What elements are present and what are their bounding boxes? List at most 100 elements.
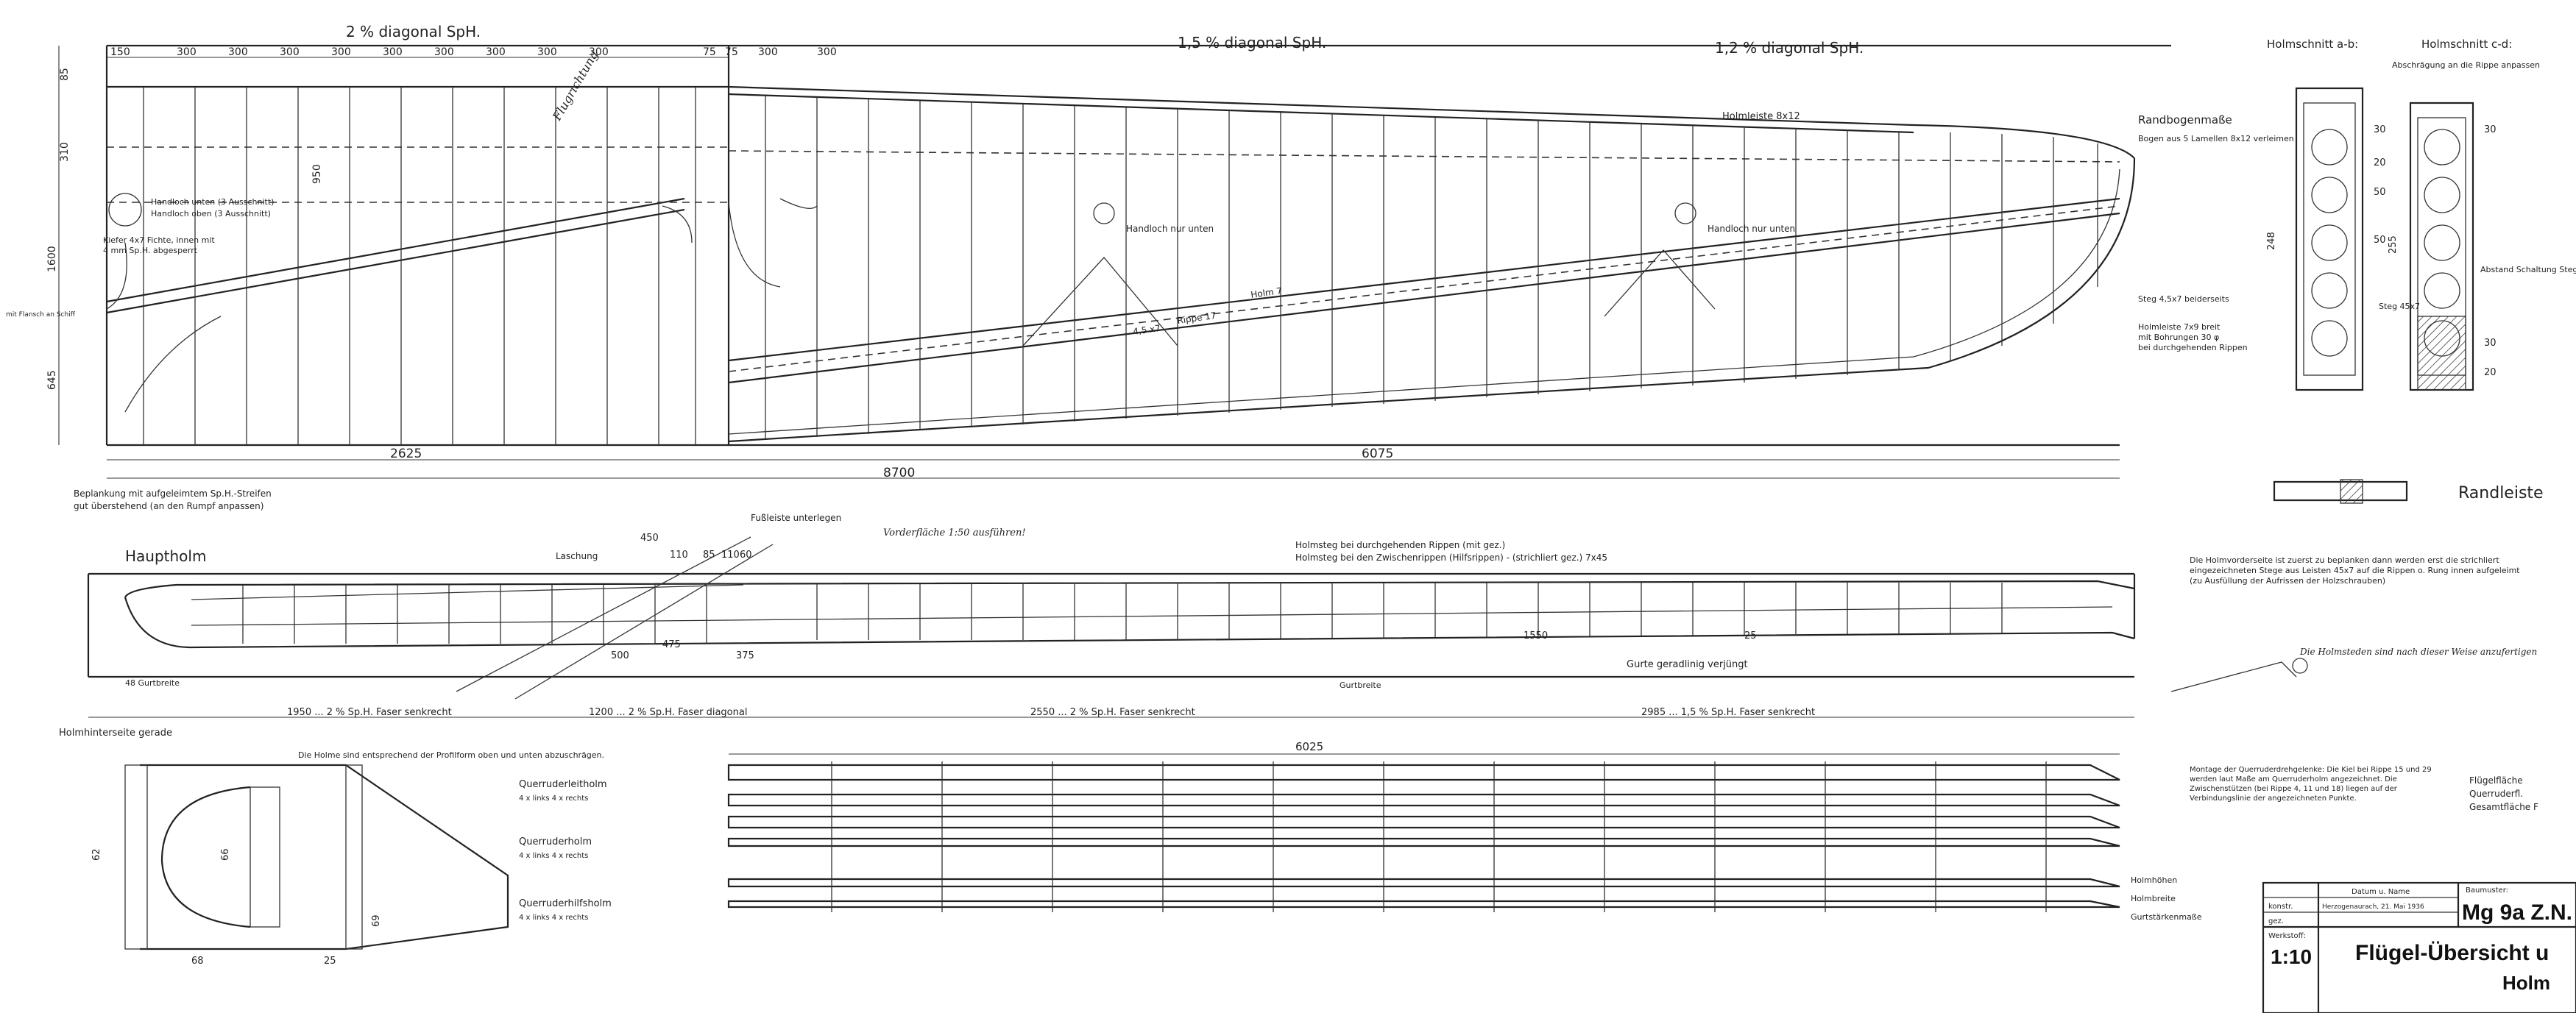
svg-text:20: 20	[2374, 157, 2386, 168]
svg-text:300: 300	[589, 46, 609, 58]
svg-text:62: 62	[91, 848, 102, 861]
span-right: 6075	[1362, 447, 1393, 461]
svg-text:1600: 1600	[46, 246, 58, 272]
pine-label-2: 4 mm Sp.H. abgesperrt	[103, 246, 198, 255]
svg-text:75: 75	[725, 46, 738, 58]
svg-text:30: 30	[2484, 338, 2497, 349]
distance-note: Abstand Schaltung Stegbohrung 8 bei T.	[2480, 265, 2576, 274]
svg-text:300: 300	[228, 46, 248, 58]
hand-hole-label-1: Handloch unten (3 Ausschnitt)	[151, 197, 274, 207]
svg-text:85: 85	[59, 68, 71, 81]
svg-text:645: 645	[46, 370, 58, 390]
svg-text:300: 300	[331, 46, 351, 58]
section-label-3: 1,2 % diagonal SpH.	[1715, 39, 1864, 57]
ribs-right	[765, 96, 2098, 440]
main-spar-title: Hauptholm	[125, 547, 206, 565]
sheet-note: Beplankung mit aufgeleimtem Sp.H.-Streif…	[74, 488, 272, 499]
svg-text:68: 68	[191, 956, 204, 967]
svg-text:300: 300	[177, 46, 197, 58]
model-label: Baumuster:	[2466, 886, 2508, 895]
spar-note-2: Die Holmsteden sind nach dieser Weise an…	[2299, 647, 2537, 657]
scale-label: 1:10	[2271, 945, 2312, 968]
cap-taper-label: Gurte geradlinig verjüngt	[1627, 659, 1748, 670]
svg-text:475: 475	[662, 639, 681, 650]
svg-text:300: 300	[537, 46, 557, 58]
svg-text:450: 450	[640, 533, 659, 544]
aileron-note: Die Holme sind entsprechend der Profilfo…	[298, 750, 604, 760]
section-ab-title: Holmschnitt a-b:	[2267, 38, 2358, 51]
top-dims: 150 300 300 300 300 300 300 300 300 300 …	[107, 46, 837, 58]
pine-label: Kiefer 4x7 Fichte, innen mit	[103, 235, 215, 245]
drawn-label: gez.	[2268, 917, 2284, 925]
spar-cap-label: Holmleiste 8x12	[1722, 111, 1800, 122]
cap-width-label: 48 Gurtbreite	[125, 678, 180, 688]
svg-text:2985 ... 1,5 % Sp.H. Faser sen: 2985 ... 1,5 % Sp.H. Faser senkrecht	[1641, 707, 1815, 718]
main-spar: Hauptholm	[87, 513, 2537, 718]
svg-text:50: 50	[2374, 187, 2386, 198]
web-label: Steg 4,5x7 beiderseits	[2138, 294, 2229, 304]
svg-text:75: 75	[703, 46, 716, 58]
aileron-spar-qty: 4 x links 4 x rechts	[519, 795, 588, 803]
ribs-left	[143, 87, 696, 445]
svg-text:150: 150	[110, 46, 130, 58]
svg-text:2550 ... 2 % Sp.H. Faser senkr: 2550 ... 2 % Sp.H. Faser senkrecht	[1030, 707, 1195, 718]
strip-stations	[831, 761, 2047, 912]
svg-text:30: 30	[2374, 124, 2386, 135]
aileron-length: 6025	[1295, 740, 1323, 753]
svg-text:300: 300	[280, 46, 300, 58]
svg-text:950: 950	[311, 164, 323, 184]
aileron-aux-label: Querruderhilfsholm	[519, 898, 612, 909]
spar-dims: 450 110 85 110 60 500 475 375 1550 25	[611, 533, 1757, 661]
aileron-main-qty: 4 x links 4 x rechts	[519, 852, 588, 860]
svg-text:300: 300	[434, 46, 454, 58]
svg-text:50: 50	[2374, 235, 2386, 246]
svg-text:85: 85	[703, 550, 715, 561]
section-label-1: 2 % diagonal SpH.	[346, 23, 481, 40]
area-wing: Flügelfläche	[2469, 775, 2523, 786]
aileron-dims: 62 66 68 69 25	[91, 848, 382, 967]
section-web: Steg 45x7	[2379, 302, 2420, 311]
aileron-aux-qty: 4 x links 4 x rechts	[519, 914, 588, 922]
dev-note: Vorderfläche 1:50 ausführen!	[883, 527, 1026, 539]
designer-label: konstr.	[2268, 903, 2293, 911]
title-block: Datum u. Name Baumuster: konstr. gez. He…	[2262, 775, 2576, 1013]
mount-note: Montage der Querruderdrehgelenke: Die Ki…	[2190, 766, 2432, 803]
svg-text:248: 248	[2266, 232, 2277, 250]
rear-edge-label: Holmhinterseite gerade	[59, 728, 172, 739]
svg-text:1200 ... 2 % Sp.H. Faser diago: 1200 ... 2 % Sp.H. Faser diagonal	[589, 707, 747, 718]
svg-text:375: 375	[736, 650, 754, 661]
svg-text:110: 110	[670, 550, 688, 561]
spar-ref: Holm 7	[1250, 285, 1282, 300]
holm-height-label: Holmhöhen	[2131, 875, 2177, 885]
svg-text:300: 300	[817, 46, 837, 58]
aileron-spar-label: Querruderleitholm	[519, 779, 607, 790]
section-note: Abschrägung an die Rippe anpassen	[2392, 60, 2540, 70]
svg-text:1550: 1550	[1524, 630, 1548, 641]
aileron-section: 62 66 68 69 25 Holmhinterseite gerade Di…	[59, 728, 2432, 967]
hand-hole-bottom: Handloch nur unten	[1126, 224, 1214, 234]
svg-text:66: 66	[220, 848, 231, 861]
joint-label: Fußleiste unterlegen	[751, 513, 841, 523]
date-name: Datum u. Name	[2352, 888, 2410, 896]
holm-strip-label: Holmleiste 7x9 breit	[2138, 322, 2221, 332]
hand-hole-label-2: Handloch oben (3 Ausschnitt)	[151, 209, 271, 218]
place-label: Herzogenaurach, 21. Mai 1936	[2322, 903, 2424, 911]
left-dims: 85 310 1600 645 950	[46, 46, 323, 445]
svg-text:1950 ... 2 % Sp.H. Faser senkr: 1950 ... 2 % Sp.H. Faser senkrecht	[287, 707, 452, 718]
svg-text:500: 500	[611, 650, 629, 661]
holm-strip-label-2: mit Bohrungen 30 φ	[2138, 333, 2219, 342]
flight-direction: Flugrichtung	[550, 49, 601, 124]
svg-text:300: 300	[758, 46, 778, 58]
cap-dims-label: Gurtstärkenmaße	[2131, 912, 2202, 922]
section-label-2: 1,5 % diagonal SpH.	[1178, 34, 1326, 51]
svg-text:300: 300	[383, 46, 403, 58]
top-view: 2 % diagonal SpH. 1,5 % diagonal SpH. 1,…	[6, 23, 2294, 511]
aileron-main-label: Querruderholm	[519, 836, 592, 847]
front-note: Die Holmvorderseite ist zuerst zu beplan…	[2190, 555, 2520, 586]
spar-width-label: Gurtbreite	[1340, 680, 1381, 690]
svg-text:110: 110	[721, 550, 740, 561]
material-label: Werkstoff:	[2268, 932, 2306, 940]
spar-bottom-spans: 1950 ... 2 % Sp.H. Faser senkrecht 1200 …	[287, 707, 1815, 718]
ribs-through-label: Holmsteg bei durchgehenden Rippen (mit g…	[1295, 540, 1505, 550]
